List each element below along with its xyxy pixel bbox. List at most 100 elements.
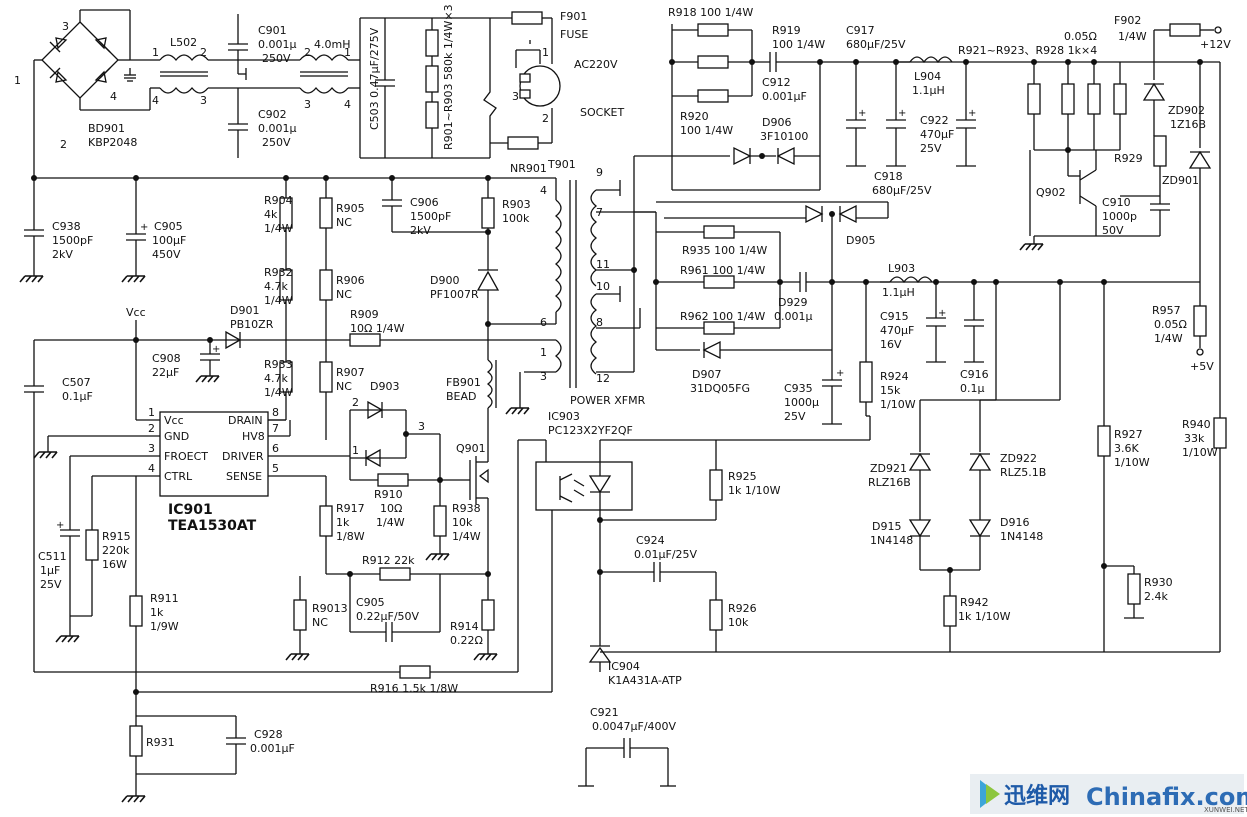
c905-bulk-ref: C905 xyxy=(154,220,183,233)
t901-pin-6: 6 xyxy=(540,316,547,329)
r920-value: 100 1/4W xyxy=(680,124,733,137)
r917-ref: R917 xyxy=(336,502,365,515)
ic901-pin-num-1: 1 xyxy=(148,406,155,419)
d907-value: 31DQ05FG xyxy=(690,382,750,395)
d900-value: PF1007R xyxy=(430,288,479,301)
f902-ref: F902 xyxy=(1114,14,1141,27)
nr901-ref: NR901 xyxy=(510,162,547,175)
ic901-pin-num-8: 8 xyxy=(272,406,279,419)
r907-value: NC xyxy=(336,380,352,393)
l904-value: 1.1µH xyxy=(912,84,945,97)
r921-label: R921~R923、R928 1k×4 xyxy=(958,44,1097,57)
c924-ref: C924 xyxy=(636,534,665,547)
feedback-divider-network: R924 15k 1/10W ZD9 xyxy=(868,62,1227,652)
ic901-pin-num-2: 2 xyxy=(148,422,155,435)
socket-pin-1: 1 xyxy=(542,46,549,59)
r911-value: 1k xyxy=(150,606,164,619)
ic901-pin-drain: DRAIN xyxy=(228,414,263,427)
t901-pin-8: 8 xyxy=(596,316,603,329)
r9013-value: NC xyxy=(312,616,328,629)
socket-pin-3: 3 xyxy=(512,90,519,103)
r906-ref: R906 xyxy=(336,274,365,287)
bridge-rectifier-bd901: 3 1 4 2 BD901 KBP2048 xyxy=(14,9,137,178)
t901-pin-3: 3 xyxy=(540,370,547,383)
r911-ref: R911 xyxy=(150,592,179,605)
r933-value: 4.7k xyxy=(264,372,288,385)
zd922-ref: ZD922 xyxy=(1000,452,1037,465)
svg-text:+: + xyxy=(56,520,64,531)
c905-small-value: 0.22µF/50V xyxy=(356,610,420,623)
fb901-value: BEAD xyxy=(446,390,477,403)
d903-pin-3: 3 xyxy=(418,420,425,433)
d915-value: 1N4148 xyxy=(870,534,913,547)
r930-ref: R930 xyxy=(1144,576,1173,589)
t901-pin-10: 10 xyxy=(596,280,610,293)
r940-power: 1/10W xyxy=(1182,446,1218,459)
r924-ref: R924 xyxy=(880,370,909,383)
r905-ref: R905 xyxy=(336,202,365,215)
l904-ref: L904 xyxy=(914,70,941,83)
c917-value: 680µF/25V xyxy=(846,38,906,51)
socket-pin-2: 2 xyxy=(542,112,549,125)
l502-pin-2: 2 xyxy=(200,46,207,59)
r927-ref: R927 xyxy=(1114,428,1143,441)
c922-ref: C922 xyxy=(920,114,949,127)
l903-ref: L903 xyxy=(888,262,915,275)
c902-value: 0.001µ xyxy=(258,122,297,135)
c910-ref: C910 xyxy=(1102,196,1131,209)
c915-value: 470µF xyxy=(880,324,914,337)
r910-power: 1/4W xyxy=(376,516,405,529)
plus12v-label: +12V xyxy=(1200,38,1231,51)
bridge-pin-1: 1 xyxy=(14,74,21,87)
r906-value: NC xyxy=(336,288,352,301)
bridge-pin-4: 4 xyxy=(110,90,117,103)
r931-ref: R931 xyxy=(146,736,175,749)
bridge-pin-2: 2 xyxy=(60,138,67,151)
ic901-pin-num-5: 5 xyxy=(272,462,279,475)
c928-value: 0.001µF xyxy=(250,742,295,755)
inductor-l502: L502 1 2 4 3 xyxy=(80,36,238,111)
c935-ref: C935 xyxy=(784,382,813,395)
watermark-logo-text: 迅维网 xyxy=(1004,783,1070,809)
socket-voltage: AC220V xyxy=(574,58,618,71)
r933-power: 1/4W xyxy=(264,386,293,399)
c917-ref: C917 xyxy=(846,24,875,37)
r903-value: 100k xyxy=(502,212,530,225)
r915-value: 220k xyxy=(102,544,130,557)
r919-value: 100 1/4W xyxy=(772,38,825,51)
c507-ref: C507 xyxy=(62,376,91,389)
l4mh-value: 4.0mH xyxy=(314,38,350,51)
transformer-t901: T901 4 6 1 3 9 7 11 10 8 12 POWER XFMR xyxy=(488,156,656,415)
resistor-chain-r905-r907: R905 NC R906 NC R907 NC xyxy=(319,178,365,440)
feedback-optocoupler: IC903 PC123X2YF2QF R925 1k 1/10W C924 0.… xyxy=(535,410,1220,787)
r914-ref: R914 xyxy=(450,620,479,633)
r911-power: 1/9W xyxy=(150,620,179,633)
r903-ref: R903 xyxy=(502,198,531,211)
r907-ref: R907 xyxy=(336,366,365,379)
capacitor-c905-bulk: + C905 100µF 450V xyxy=(121,178,186,283)
zd902-value: 1Z16B xyxy=(1170,118,1206,131)
c924-value: 0.01µF/25V xyxy=(634,548,698,561)
ic903-part: PC123X2YF2QF xyxy=(548,424,633,437)
r938-value: 10k xyxy=(452,516,473,529)
c906-voltage: 2kV xyxy=(410,224,431,237)
d929-ref: D929 xyxy=(778,296,807,309)
c906-value: 1500pF xyxy=(410,210,451,223)
input-filter-section: C503 0.47µF/275V R901~R903 580k 1/4W×3 F… xyxy=(359,4,624,175)
r932-value: 4.7k xyxy=(264,280,288,293)
f902-value: 1/4W xyxy=(1118,30,1147,43)
c912-value: 0.001µF xyxy=(762,90,807,103)
ic901-part-number: TEA1530AT xyxy=(168,518,257,534)
r915-power: 16W xyxy=(102,558,127,571)
t901-pin-11: 11 xyxy=(596,258,610,271)
r904-value: 4k xyxy=(264,208,278,221)
l502-pin-1: 1 xyxy=(152,46,159,59)
c910-voltage: 50V xyxy=(1102,224,1124,237)
l502-pin-3: 3 xyxy=(200,94,207,107)
ic904-ref: IC904 xyxy=(608,660,640,673)
c935-voltage: 25V xyxy=(784,410,806,423)
d900-ref: D900 xyxy=(430,274,459,287)
capacitor-c938: C938 1500pF 2kV xyxy=(19,178,93,283)
t901-pin-1: 1 xyxy=(540,346,547,359)
